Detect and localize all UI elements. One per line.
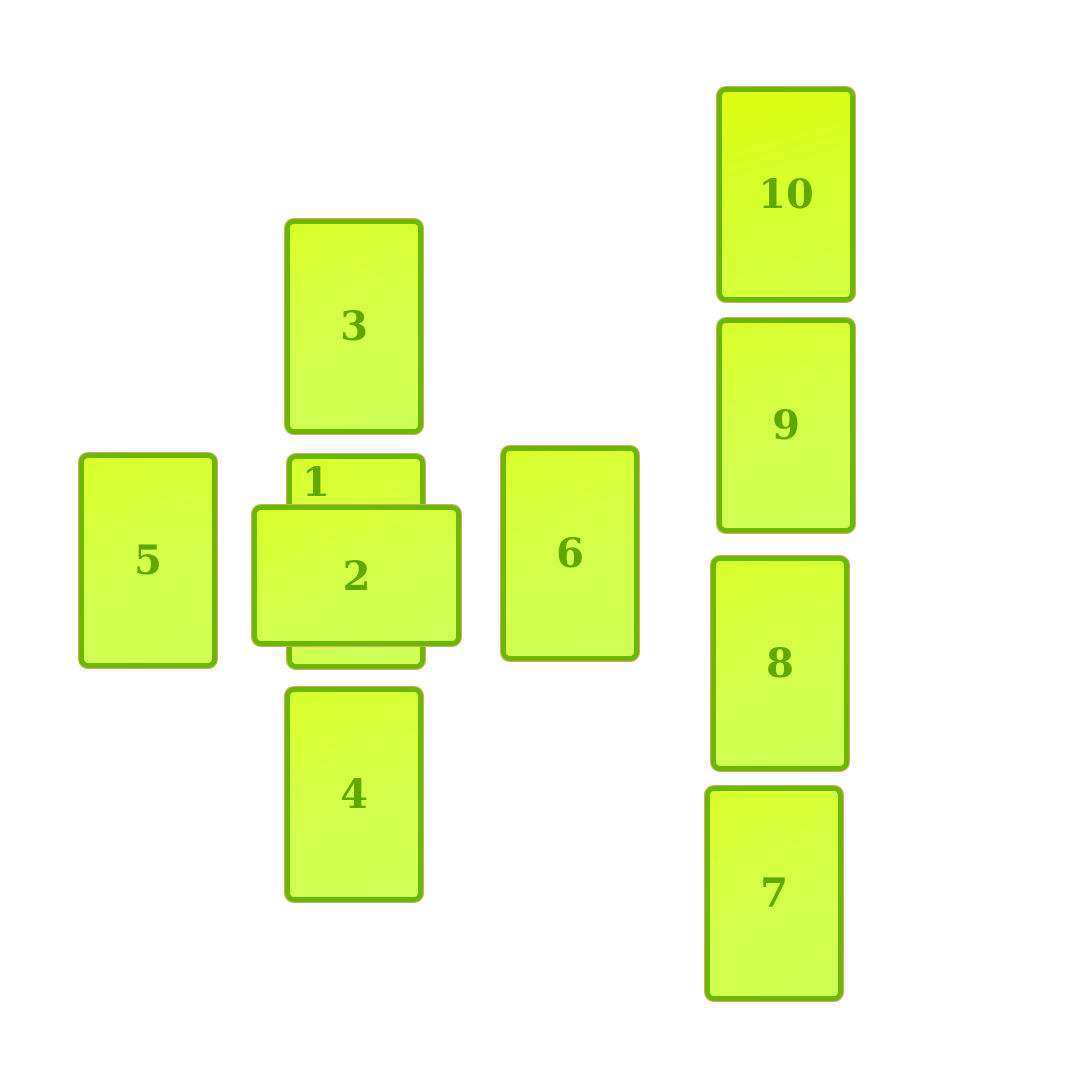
- card-number: 8: [766, 639, 794, 687]
- card-9: 9: [717, 318, 855, 533]
- card-8: 8: [711, 556, 849, 771]
- card-10: 10: [717, 87, 855, 302]
- card-number: 4: [340, 770, 368, 818]
- card-number: 1: [302, 459, 330, 506]
- card-number: 2: [342, 552, 371, 600]
- card-2: 2: [252, 505, 461, 646]
- card-7: 7: [705, 786, 843, 1001]
- card-6: 6: [501, 446, 639, 661]
- card-number: 10: [758, 170, 814, 218]
- card-number: 3: [340, 302, 368, 350]
- card-5: 5: [79, 453, 217, 668]
- card-number: 6: [556, 529, 584, 577]
- card-number: 9: [772, 401, 800, 449]
- card-4: 4: [285, 687, 423, 902]
- card-3: 3: [285, 219, 423, 434]
- card-number: 7: [760, 869, 788, 917]
- card-number: 5: [134, 536, 162, 584]
